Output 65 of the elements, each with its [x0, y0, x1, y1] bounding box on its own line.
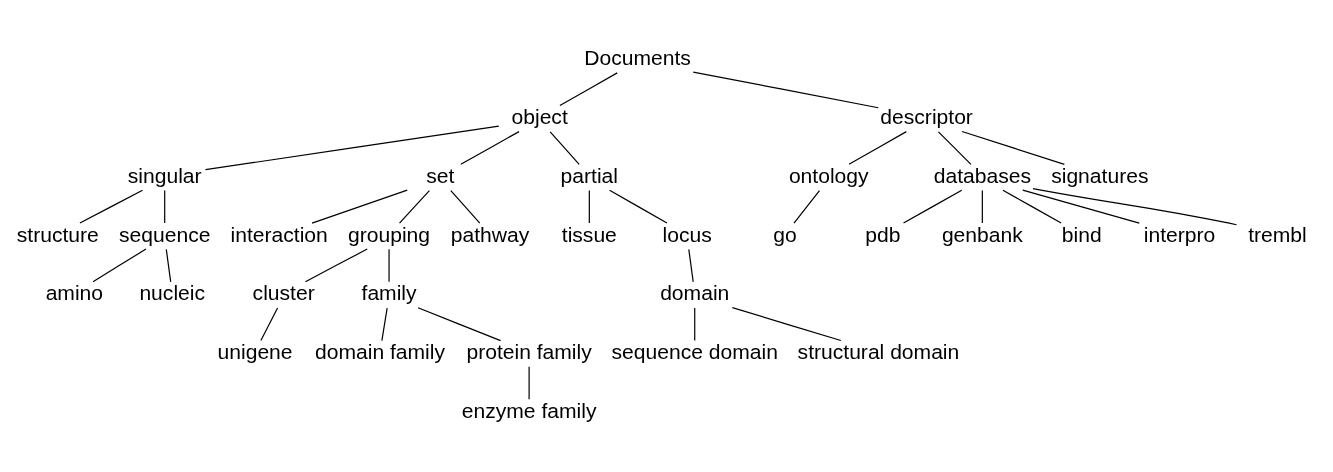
connector	[902, 189, 963, 224]
node-text: genbank	[941, 222, 1023, 246]
node-text: partial	[560, 163, 619, 187]
node-text: unigene	[217, 340, 293, 364]
node-text: nucleic	[139, 281, 206, 305]
connector	[165, 248, 172, 283]
connector	[588, 190, 590, 224]
connector	[417, 307, 502, 342]
connector	[688, 248, 694, 283]
connector	[311, 189, 408, 224]
connector	[961, 130, 1065, 165]
node-text: pdb	[865, 222, 901, 246]
node-text: databases	[933, 163, 1031, 187]
connector	[204, 125, 500, 171]
connector	[92, 248, 147, 283]
node-text: cluster	[252, 281, 315, 305]
node-text: ontology	[788, 163, 869, 187]
connector	[164, 190, 166, 224]
node-text: singular	[127, 163, 202, 187]
node-text: interaction	[230, 222, 328, 246]
node-text: family	[361, 281, 417, 305]
node-text: locus	[662, 222, 712, 246]
connector	[609, 189, 668, 224]
connector	[381, 307, 388, 342]
connector	[79, 189, 144, 224]
node-text: go	[773, 222, 797, 246]
node-text: structural domain	[797, 340, 960, 364]
connector	[528, 366, 530, 400]
connector	[460, 131, 520, 165]
node-text: domain	[660, 281, 730, 305]
node-text: signatures	[1051, 163, 1149, 187]
connector	[304, 248, 368, 283]
connector	[692, 71, 879, 109]
connector	[1032, 187, 1238, 226]
node-text: structure	[16, 222, 99, 246]
node-text: sequence domain	[611, 340, 778, 364]
node-text: descriptor	[880, 105, 973, 129]
connector	[937, 131, 972, 165]
node-text: object	[511, 105, 568, 129]
connector	[559, 72, 618, 107]
connector	[848, 131, 907, 165]
node-text: pathway	[450, 222, 530, 246]
connector	[450, 190, 481, 224]
connector	[1002, 189, 1062, 224]
node-text: Documents	[584, 46, 691, 70]
connector	[549, 131, 580, 165]
node-text: bind	[1061, 222, 1102, 246]
connector	[398, 190, 430, 224]
connector	[981, 190, 983, 224]
node-text: enzyme family	[461, 398, 597, 422]
connector	[260, 307, 279, 342]
connector	[793, 190, 821, 224]
connector	[1022, 189, 1140, 224]
node-text: tissue	[561, 222, 617, 246]
node-text: protein family	[466, 340, 592, 364]
connector	[694, 307, 696, 342]
node-text: interpro	[1143, 222, 1216, 246]
node-text: sequence	[118, 222, 211, 246]
node-text: amino	[45, 281, 104, 305]
node-text: domain family	[315, 340, 446, 364]
node-text: trembl	[1248, 222, 1307, 246]
connector	[388, 248, 390, 283]
node-text: grouping	[348, 222, 431, 246]
connector	[731, 307, 842, 342]
node-text: set	[426, 163, 455, 187]
